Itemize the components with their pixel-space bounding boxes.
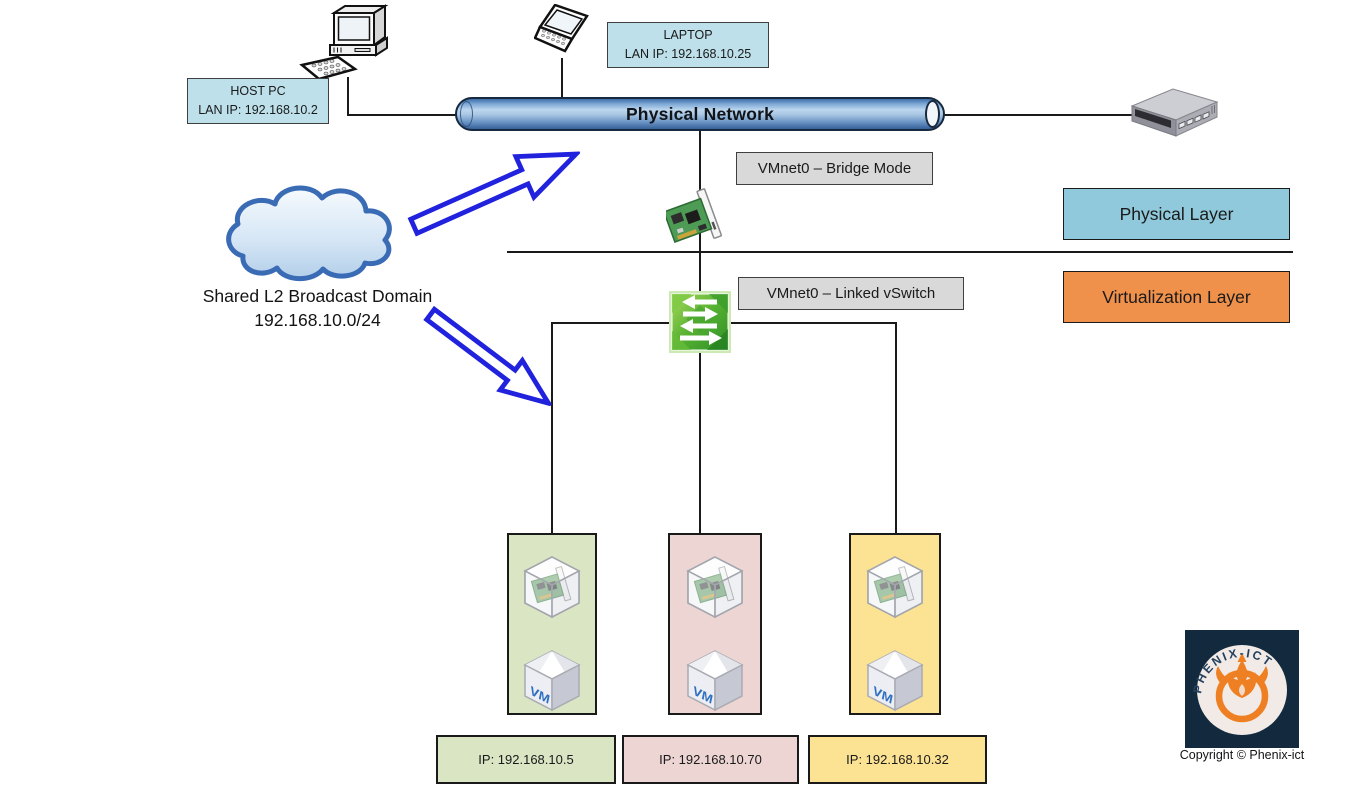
physical-layer-label: Physical Layer <box>1063 188 1290 240</box>
vm3-ip-label: IP: 192.168.10.32 <box>808 735 987 784</box>
vmnet0-bridge-label: VMnet0 – Bridge Mode <box>736 152 933 185</box>
host-pc-label: HOST PC LAN IP: 192.168.10.2 <box>187 78 329 124</box>
vm-cube-icon: VM <box>686 650 744 712</box>
laptop-ip: LAN IP: 192.168.10.25 <box>624 47 752 61</box>
virtualization-layer-text: Virtualization Layer <box>1102 286 1251 307</box>
connector-line <box>895 322 897 533</box>
vm2-ip-text: IP: 192.168.10.70 <box>659 752 762 767</box>
vmnet0-vswitch-label: VMnet0 – Linked vSwitch <box>738 277 964 310</box>
connector-line <box>347 114 457 116</box>
vm1-ip-label: IP: 192.168.10.5 <box>436 735 616 784</box>
vm3-ip-text: IP: 192.168.10.32 <box>846 752 949 767</box>
nic-card-icon <box>666 185 728 251</box>
phenix-ict-logo: PHENIX-ICT <box>1185 630 1299 748</box>
physical-network-bus: Physical Network <box>455 97 945 131</box>
connector-line <box>561 58 563 98</box>
physical-layer-text: Physical Layer <box>1119 203 1234 224</box>
laptop-name: LAPTOP <box>663 27 713 42</box>
arrow-to-physical-network <box>399 128 591 253</box>
vm-nic-cube-icon <box>523 556 581 619</box>
host-pc-name: HOST PC <box>230 83 286 98</box>
vmnet0-vswitch-text: VMnet0 – Linked vSwitch <box>766 285 936 302</box>
copyright-text: Copyright © Phenix-ict <box>1179 748 1305 762</box>
virtualization-layer-label: Virtualization Layer <box>1063 271 1290 323</box>
vm-box-2: VM <box>668 533 762 715</box>
layer-divider-line <box>507 251 1293 253</box>
desktop-pc-icon <box>298 2 398 84</box>
cylinder-right-cap <box>925 100 940 128</box>
physical-network-label: Physical Network <box>625 103 775 124</box>
laptop-label: LAPTOP LAN IP: 192.168.10.25 <box>607 22 769 68</box>
vm-nic-cube-icon <box>866 556 924 619</box>
connector-line <box>699 352 701 533</box>
network-switch-icon <box>1126 86 1222 142</box>
vm-cube-icon: VM <box>523 650 581 712</box>
broadcast-domain-line2: 192.168.10.0/24 <box>254 309 381 330</box>
cylinder-left-cap <box>460 101 473 127</box>
connector-line <box>944 114 1170 116</box>
vmnet0-bridge-text: VMnet0 – Bridge Mode <box>757 160 912 177</box>
vm-box-1: VM <box>507 533 597 715</box>
laptop-icon <box>534 4 592 66</box>
cloud-shape <box>215 178 405 296</box>
broadcast-domain-line1: Shared L2 Broadcast Domain <box>202 286 433 306</box>
connector-line <box>347 77 349 115</box>
host-pc-ip: LAN IP: 192.168.10.2 <box>198 103 318 117</box>
broadcast-domain-caption: Shared L2 Broadcast Domain 192.168.10.0/… <box>155 285 480 332</box>
vm-box-3: VM <box>849 533 941 715</box>
vm-nic-cube-icon <box>686 556 744 619</box>
vm2-ip-label: IP: 192.168.10.70 <box>622 735 799 784</box>
vm-cube-icon: VM <box>866 650 924 712</box>
vswitch-icon <box>669 291 731 353</box>
connector-line <box>551 322 553 533</box>
vm1-ip-text: IP: 192.168.10.5 <box>478 752 574 767</box>
arrow-to-vswitch <box>414 295 564 424</box>
